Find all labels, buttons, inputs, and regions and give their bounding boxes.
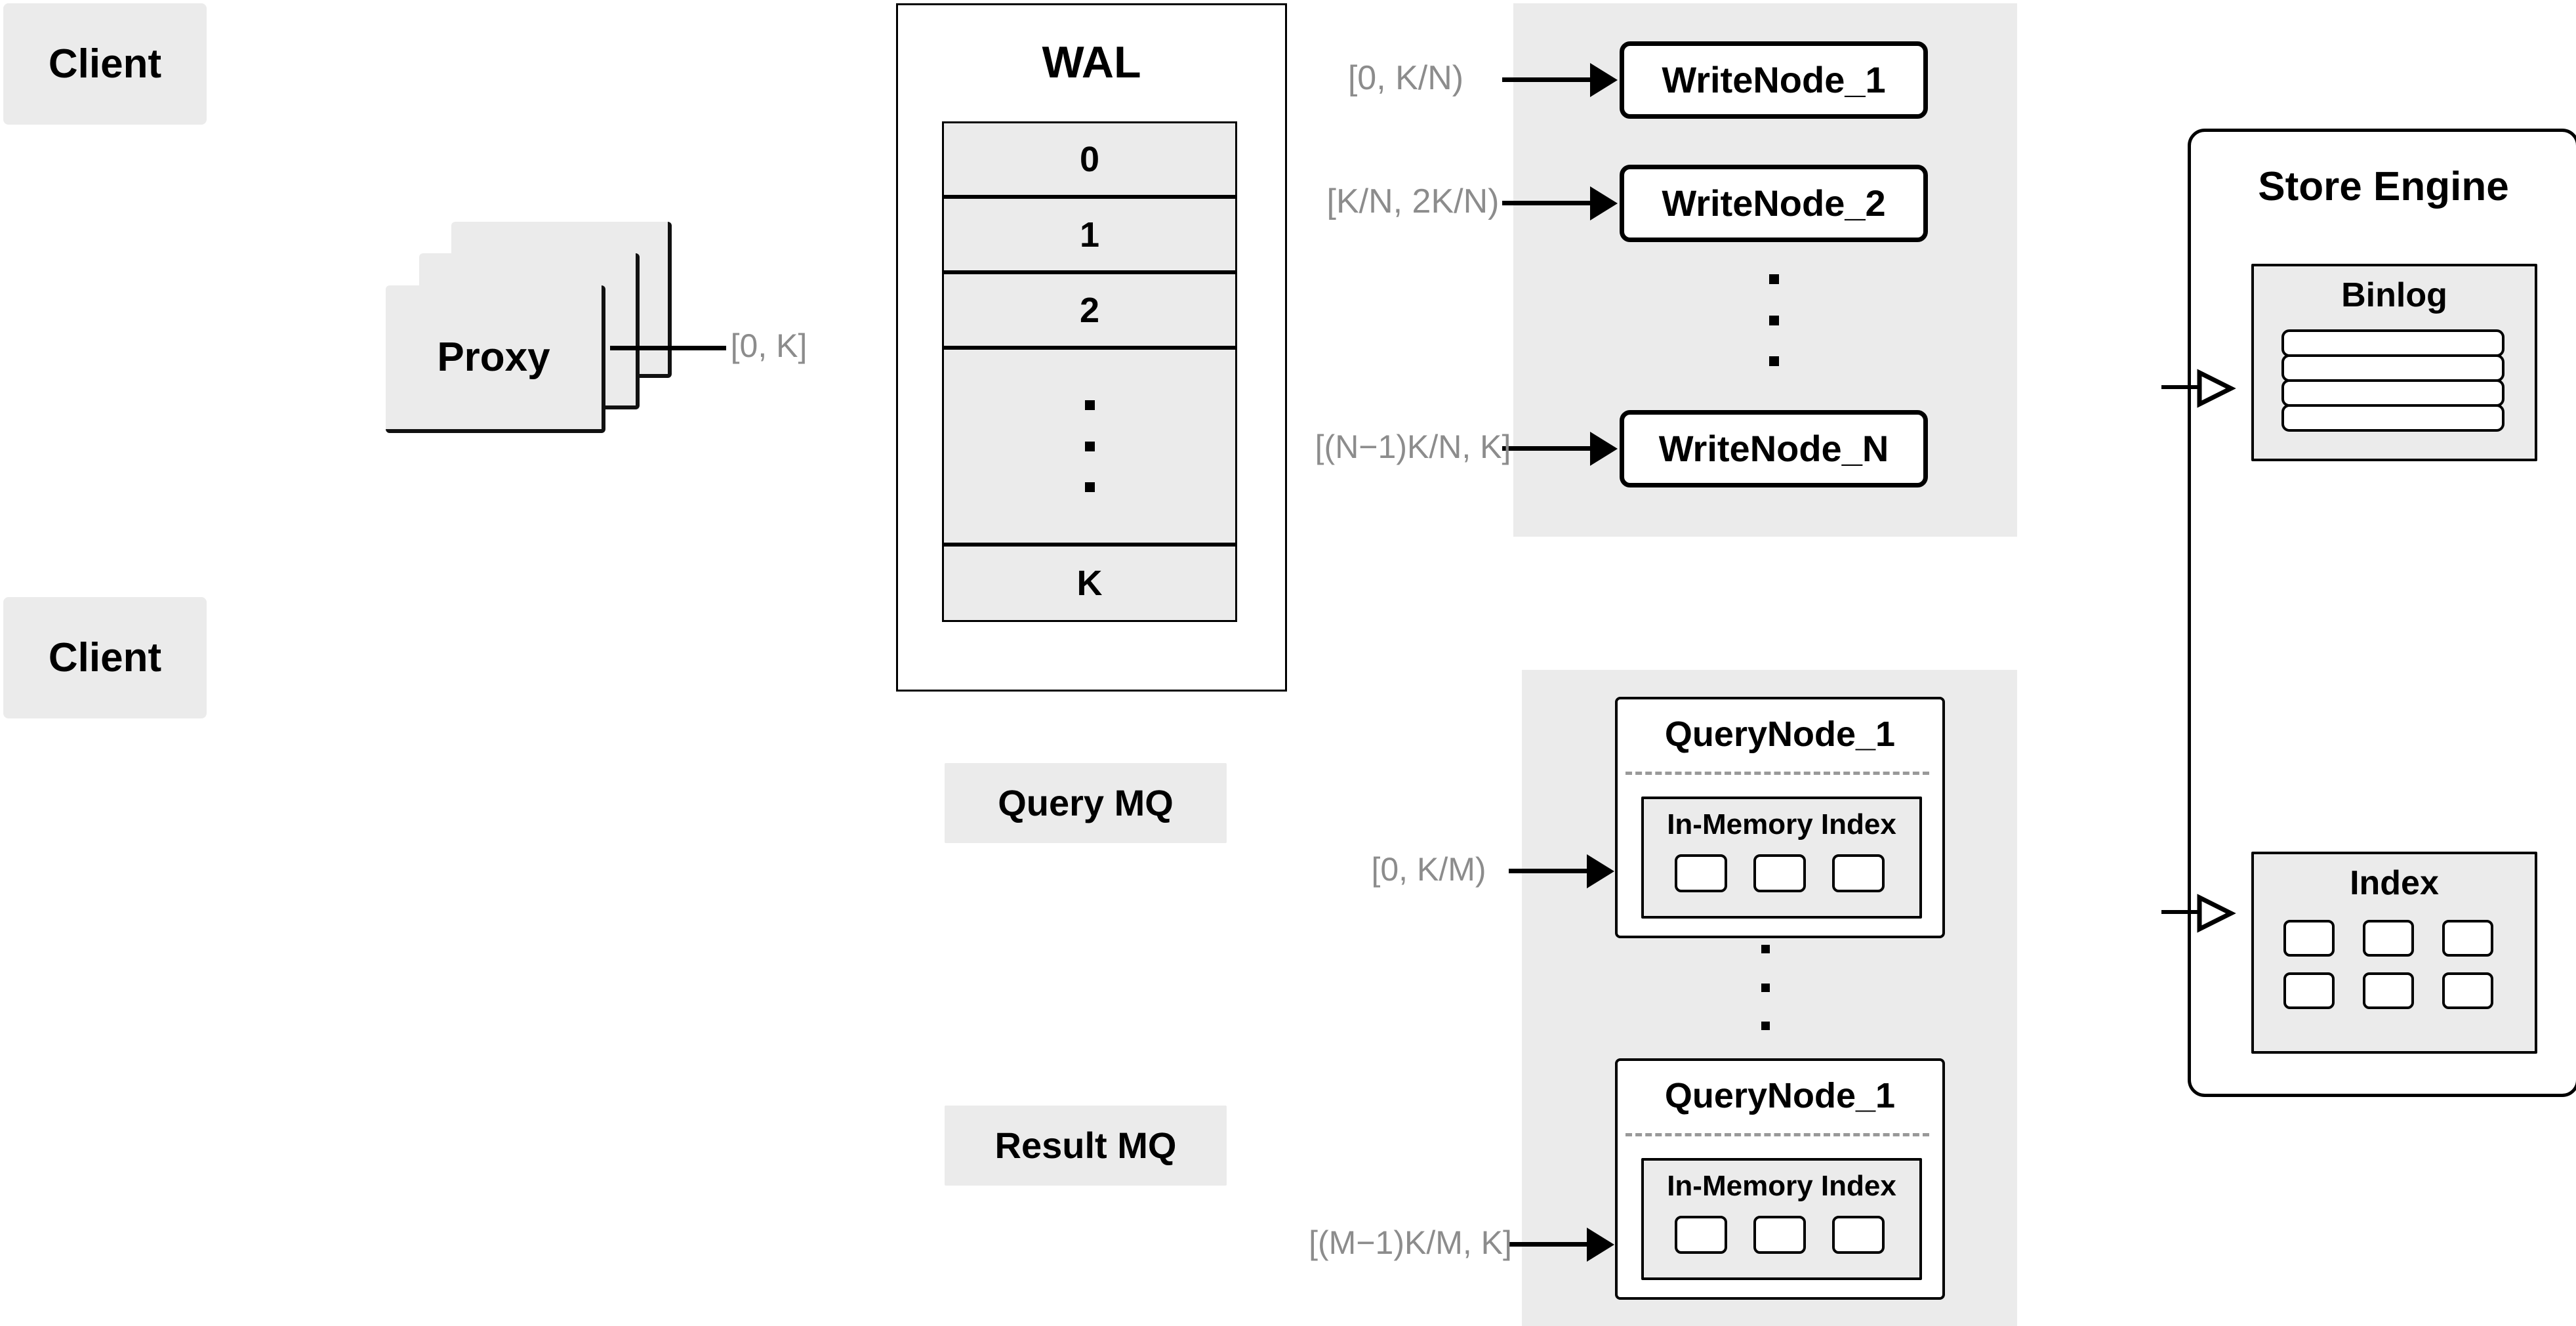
arrow-wal-to-write-node-n [1502, 446, 1594, 451]
edge-label-query-node-1: [0, K/M) [1371, 844, 1486, 895]
store-index-cell[interactable] [2283, 920, 2335, 957]
arrow-head-query-node-m [1587, 1228, 1614, 1262]
arrow-head-index-icon [2197, 894, 2236, 933]
arrow-head-binlog-icon [2197, 369, 2236, 408]
wal-cell-1[interactable]: 1 [942, 197, 1237, 272]
binlog-row[interactable] [2281, 379, 2504, 407]
write-node-1-label: WriteNode_1 [1662, 58, 1886, 100]
query-mq-box[interactable]: Query MQ [945, 763, 1227, 843]
client-box-top[interactable]: Client [3, 3, 207, 125]
wal-cell-2-label: 2 [1079, 290, 1100, 330]
query-node-1-label: QueryNode_1 [1664, 715, 1896, 754]
wal-title: WAL [1042, 37, 1141, 87]
edge-label-proxy-to-wal-text: [0, K] [730, 327, 808, 364]
arrow-wal-to-write-node-2 [1502, 201, 1594, 205]
arrow-to-binlog-shaft [2161, 385, 2199, 389]
query-node-1-memory-index-title: In-Memory Index [1667, 808, 1896, 840]
edge-label-proxy-to-wal: [0, K] [726, 320, 811, 372]
ellipsis-dot [1084, 400, 1095, 410]
wal-cell-k-label: K [1076, 564, 1103, 603]
query-node-1-memory-index: In-Memory Index [1641, 797, 1922, 919]
index-segment-chip[interactable] [1675, 1216, 1727, 1254]
store-index-cell[interactable] [2363, 972, 2414, 1009]
ellipsis-dot [1769, 274, 1779, 284]
query-pool-ellipsis [1761, 945, 1770, 1030]
client-label-top: Client [48, 41, 162, 87]
arrow-result-mq-to-query-node-m [1509, 1242, 1591, 1247]
wal-cell-0[interactable]: 0 [942, 121, 1237, 197]
result-mq-box[interactable]: Result MQ [945, 1106, 1227, 1186]
store-index-cell[interactable] [2442, 972, 2493, 1009]
query-node-1[interactable]: QueryNode_1 In-Memory Index [1615, 697, 1945, 938]
ellipsis-dot [1761, 945, 1770, 953]
arrow-proxy-to-wal [610, 346, 764, 350]
index-segment-chip[interactable] [1832, 854, 1885, 892]
store-index-cell[interactable] [2442, 920, 2493, 957]
client-label-bottom: Client [48, 634, 162, 680]
ellipsis-dot [1761, 983, 1770, 992]
binlog-panel: Binlog [2251, 264, 2537, 461]
wal-cell-k[interactable]: K [942, 545, 1237, 622]
binlog-title: Binlog [2341, 276, 2447, 314]
store-engine-title: Store Engine [2258, 164, 2509, 209]
arrow-head-write-node-n [1590, 432, 1618, 466]
store-index-title: Index [2350, 864, 2439, 902]
ellipsis-dot [1769, 315, 1779, 325]
wal-cell-2[interactable]: 2 [942, 272, 1237, 348]
query-node-m-label: QueryNode_1 [1664, 1076, 1896, 1115]
query-node-m-memory-index-title: In-Memory Index [1667, 1170, 1896, 1202]
edge-label-write-node-1: [0, K/N) [1340, 52, 1471, 104]
arrow-head-write-node-2 [1590, 186, 1618, 220]
proxy-card-front[interactable]: Proxy [386, 285, 605, 433]
query-node-m-memory-index: In-Memory Index [1641, 1158, 1922, 1280]
write-node-n[interactable]: WriteNode_N [1620, 410, 1928, 487]
ellipsis-dot [1084, 441, 1095, 451]
edge-label-query-node-1-text: [0, K/M) [1371, 851, 1486, 888]
binlog-row[interactable] [2281, 354, 2504, 382]
result-mq-label: Result MQ [994, 1124, 1177, 1166]
store-index-cell[interactable] [2363, 920, 2414, 957]
arrow-query-mq-to-query-node-1 [1509, 869, 1591, 873]
edge-label-query-node-m-text: [(M−1)K/M, K] [1309, 1224, 1512, 1261]
wal-cell-ellipsis [942, 348, 1237, 545]
index-segment-chip[interactable] [1832, 1216, 1885, 1254]
arrow-wal-to-write-node-1 [1502, 77, 1594, 82]
edge-label-write-node-2: [K/N, 2K/N) [1327, 176, 1499, 227]
store-engine-panel: Store Engine Binlog Index [2188, 129, 2576, 1097]
query-node-m-divider [1625, 1133, 1929, 1136]
index-segment-chip[interactable] [1753, 1216, 1806, 1254]
edge-label-query-node-m: [(M−1)K/M, K] [1309, 1217, 1512, 1268]
ellipsis-dot [1761, 1022, 1770, 1030]
edge-label-write-node-n: [(N−1)K/N, K] [1315, 421, 1511, 472]
store-index-panel: Index [2251, 852, 2537, 1054]
proxy-label: Proxy [437, 334, 550, 380]
ellipsis-dot [1769, 356, 1779, 366]
client-box-bottom[interactable]: Client [3, 597, 207, 718]
ellipsis-dot [1084, 482, 1095, 492]
write-pool-ellipsis [1769, 274, 1779, 366]
edge-label-write-node-1-text: [0, K/N) [1347, 59, 1464, 97]
edge-label-write-node-2-text: [K/N, 2K/N) [1326, 182, 1500, 220]
write-node-2-label: WriteNode_2 [1662, 182, 1886, 224]
arrow-to-index-shaft [2161, 910, 2199, 914]
query-node-m[interactable]: QueryNode_1 In-Memory Index [1615, 1058, 1945, 1300]
write-node-n-label: WriteNode_N [1658, 427, 1889, 469]
binlog-row[interactable] [2281, 329, 2504, 357]
arrow-head-query-node-1 [1587, 854, 1614, 888]
wal-cell-1-label: 1 [1079, 215, 1100, 255]
index-segment-chip[interactable] [1675, 854, 1727, 892]
index-segment-chip[interactable] [1753, 854, 1806, 892]
store-index-cell[interactable] [2283, 972, 2335, 1009]
edge-label-write-node-n-text: [(N−1)K/N, K] [1315, 428, 1511, 465]
binlog-row[interactable] [2281, 404, 2504, 432]
write-node-1[interactable]: WriteNode_1 [1620, 41, 1928, 119]
arrow-head-write-node-1 [1590, 63, 1618, 97]
wal-ellipsis-dots [1084, 400, 1095, 492]
query-mq-label: Query MQ [998, 781, 1174, 823]
wal-cell-0-label: 0 [1079, 139, 1100, 179]
write-node-2[interactable]: WriteNode_2 [1620, 165, 1928, 242]
query-node-1-divider [1625, 772, 1929, 775]
